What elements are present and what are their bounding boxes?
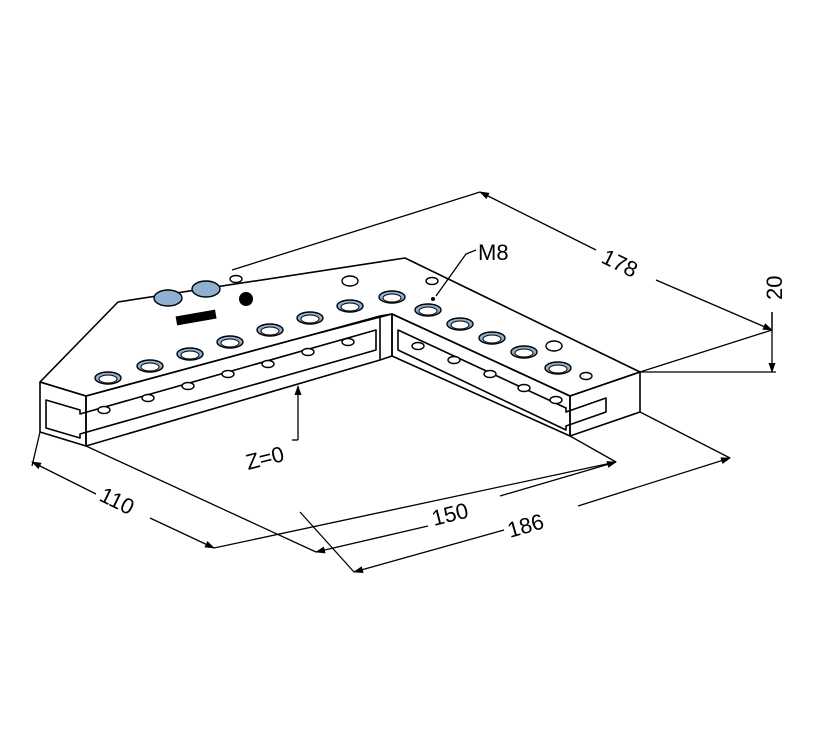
hole bbox=[153, 289, 183, 307]
hole-bore bbox=[382, 293, 402, 303]
left-slot bbox=[45, 329, 377, 439]
left-arm-front-face bbox=[39, 381, 87, 447]
right-slot bbox=[397, 329, 607, 431]
hole bbox=[181, 381, 195, 391]
hole bbox=[549, 395, 563, 405]
right-arm-front-face bbox=[569, 371, 641, 437]
hole-bore bbox=[514, 348, 534, 358]
hole-bore bbox=[450, 320, 470, 330]
dim-20: 20 bbox=[762, 276, 787, 300]
left-arm-inner-face bbox=[85, 315, 381, 447]
hole-bore bbox=[180, 350, 200, 360]
hole bbox=[341, 275, 359, 287]
dim-110: 110 bbox=[96, 482, 138, 520]
label-z0: Z=0 bbox=[243, 441, 286, 475]
hole bbox=[191, 280, 221, 298]
right-arm-inner-face bbox=[391, 313, 571, 437]
hole bbox=[425, 276, 439, 286]
hole-bore bbox=[260, 326, 280, 336]
hole bbox=[545, 340, 563, 352]
hole bbox=[301, 347, 315, 357]
hole bbox=[447, 355, 461, 365]
hole bbox=[341, 337, 355, 347]
hole bbox=[579, 371, 593, 381]
hole bbox=[229, 274, 243, 284]
hole bbox=[141, 393, 155, 403]
dim-150: 150 bbox=[429, 498, 471, 531]
hole bbox=[483, 369, 497, 379]
hole bbox=[261, 359, 275, 369]
l-plate bbox=[39, 257, 641, 447]
hole-bore bbox=[548, 364, 568, 374]
holes-group bbox=[94, 274, 593, 415]
hole-bore bbox=[300, 314, 320, 324]
hole bbox=[411, 341, 425, 351]
label-m8: M8 bbox=[478, 240, 509, 265]
logo-mark bbox=[175, 292, 253, 326]
hole-bore bbox=[482, 334, 502, 344]
hole-bore bbox=[340, 302, 360, 312]
dim-186: 186 bbox=[504, 509, 546, 543]
hole bbox=[517, 383, 531, 393]
hole-bore bbox=[418, 306, 438, 316]
hole-bore bbox=[220, 338, 240, 348]
hole-bore bbox=[140, 362, 160, 372]
hole bbox=[221, 369, 235, 379]
dimension-lines bbox=[31, 191, 776, 573]
hole-bore bbox=[98, 374, 118, 384]
corner-notch bbox=[379, 313, 393, 361]
hole bbox=[97, 405, 111, 415]
dim-178: 178 bbox=[598, 244, 642, 283]
